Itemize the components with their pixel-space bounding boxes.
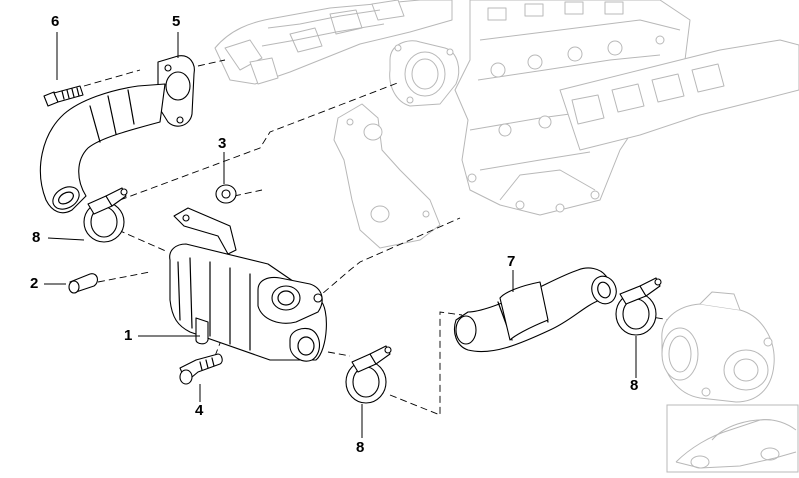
bolt-part-4: [179, 353, 223, 385]
callout-6: 6: [51, 13, 60, 30]
clamp-part-8-lower: [345, 345, 392, 404]
leader-lines: [44, 32, 637, 438]
egr-pipe-part-5: [39, 55, 195, 214]
egr-cooler-part-1: [169, 207, 327, 362]
callout-4: 4: [195, 402, 204, 419]
callout-8-lower: 8: [356, 439, 365, 456]
exhaust-manifold: [214, 0, 453, 85]
clamp-part-8-right: [615, 277, 662, 336]
callout-7: 7: [507, 253, 516, 270]
clamp-part-8-upper: [83, 187, 128, 243]
gasket-part-3: [215, 184, 237, 204]
callout-8-upper: 8: [32, 229, 41, 246]
mounting-bracket: [333, 103, 441, 249]
callout-5: 5: [172, 13, 181, 30]
intake-manifold: [559, 39, 799, 151]
bolt-part-6: [43, 85, 84, 107]
egr-pipe-part-7: [453, 267, 617, 353]
callout-1: 1: [124, 327, 133, 344]
intake-flange: [389, 40, 460, 107]
vehicle-thumbnail: [666, 404, 799, 473]
bolt-part-2: [68, 273, 99, 294]
callout-3: 3: [218, 135, 227, 152]
egr-valve: [661, 291, 775, 403]
alignment-lines: [83, 59, 671, 416]
callout-8-right: 8: [630, 377, 639, 394]
callout-2: 2: [30, 275, 39, 292]
